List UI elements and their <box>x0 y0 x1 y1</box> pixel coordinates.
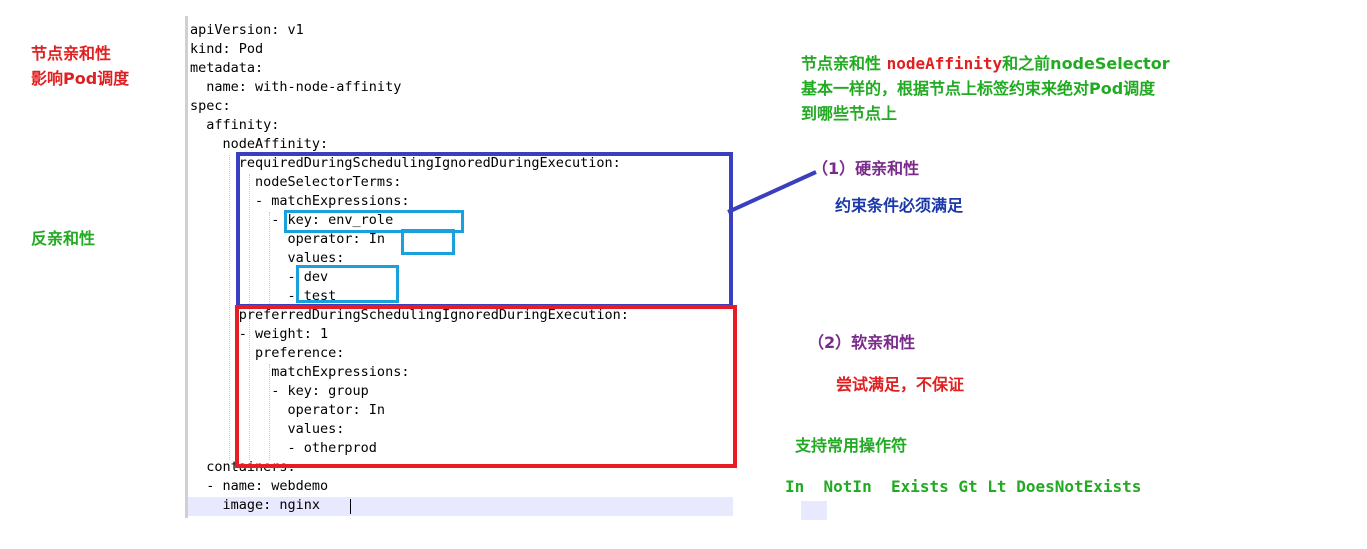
code-line[interactable]: name: with-node-affinity <box>190 79 402 95</box>
code-line[interactable]: - otherprod <box>190 440 377 456</box>
editor-gutter-border <box>185 16 188 518</box>
hard-affinity-desc: 约束条件必须满足 <box>835 196 964 215</box>
indent-guide <box>229 155 230 460</box>
code-line[interactable]: nodeSelectorTerms: <box>190 174 402 190</box>
code-line[interactable]: requiredDuringSchedulingIgnoredDuringExe… <box>190 155 621 171</box>
key-highlight-box <box>284 210 464 233</box>
code-line[interactable]: preference: <box>190 345 345 361</box>
intro-keyword: nodeAffinity <box>886 54 1003 73</box>
values-highlight-box <box>296 265 399 303</box>
operators-list: In NotIn Exists Gt Lt DoesNotExists <box>785 477 1142 496</box>
code-line[interactable]: matchExpressions: <box>190 364 410 380</box>
operator-highlight-box <box>401 229 455 255</box>
code-line[interactable]: - key: group <box>190 383 369 399</box>
intro-suffix: 和之前nodeSelector <box>1002 54 1170 73</box>
note-anti-affinity: 反亲和性 <box>31 229 96 248</box>
code-line[interactable]: - dev <box>190 269 329 285</box>
code-line[interactable]: values: <box>190 250 345 266</box>
code-line[interactable]: - name: webdemo <box>190 478 329 494</box>
code-line[interactable]: - key: env_role <box>190 212 394 228</box>
code-line[interactable]: - weight: 1 <box>190 326 329 342</box>
code-line[interactable]: spec: <box>190 98 231 114</box>
selection-highlight <box>801 501 827 520</box>
indent-guide <box>269 364 270 460</box>
indent-guide <box>249 174 250 460</box>
hard-affinity-title: （1）硬亲和性 <box>812 159 920 178</box>
code-line[interactable]: nodeAffinity: <box>190 136 329 152</box>
code-line[interactable]: image: nginx <box>190 497 321 513</box>
code-line[interactable]: apiVersion: v1 <box>190 22 304 38</box>
soft-affinity-desc: 尝试满足，不保证 <box>836 375 965 394</box>
intro-line1: 节点亲和性 nodeAffinity和之前nodeSelector <box>801 52 1170 76</box>
code-line[interactable]: operator: In <box>190 231 386 247</box>
intro-line2: 基本一样的，根据节点上标签约束来绝对Pod调度 <box>801 79 1156 98</box>
code-line[interactable]: affinity: <box>190 117 280 133</box>
code-line[interactable]: - matchExpressions: <box>190 193 410 209</box>
note-node-affinity-line1: 节点亲和性 <box>31 44 112 63</box>
text-cursor <box>350 499 351 514</box>
code-line[interactable]: operator: In <box>190 402 386 418</box>
intro-line3: 到哪些节点上 <box>801 104 898 123</box>
preferred-affinity-box <box>235 305 737 468</box>
intro-prefix: 节点亲和性 <box>801 54 887 73</box>
indent-guide <box>269 212 270 312</box>
operators-title: 支持常用操作符 <box>795 436 908 455</box>
code-line[interactable]: kind: Pod <box>190 41 264 57</box>
code-line[interactable]: preferredDuringSchedulingIgnoredDuringEx… <box>190 307 629 323</box>
note-node-affinity-line2: 影响Pod调度 <box>31 69 130 88</box>
code-line[interactable]: metadata: <box>190 60 264 76</box>
soft-affinity-title: （2）软亲和性 <box>808 333 916 352</box>
current-line-highlight <box>188 497 733 516</box>
code-line[interactable]: values: <box>190 421 345 437</box>
